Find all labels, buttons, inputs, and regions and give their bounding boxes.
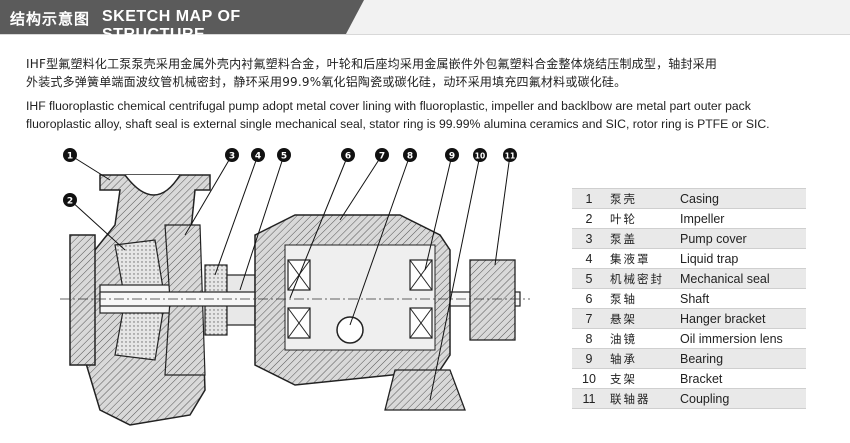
legend-name-en: Pump cover xyxy=(676,228,806,249)
legend-name-cn: 集液罩 xyxy=(606,248,676,269)
legend-number: 4 xyxy=(572,248,606,269)
callout-3: 3 xyxy=(225,148,239,162)
legend-number: 9 xyxy=(572,348,606,369)
callout-7: 7 xyxy=(375,148,389,162)
legend-name-en: Hanger bracket xyxy=(676,308,806,329)
header-bar: 结构示意图 SKETCH MAP OF STRUCTURE xyxy=(0,0,850,43)
header-tab: 结构示意图 SKETCH MAP OF STRUCTURE xyxy=(0,0,364,43)
legend-name-en: Mechanical seal xyxy=(676,268,806,289)
oil-lens-part xyxy=(336,316,364,344)
callout-5: 5 xyxy=(277,148,291,162)
description-cn-line1: IHF型氟塑料化工泵泵壳采用金属外壳内衬氟塑料合金，叶轮和后座均采用金属嵌件外包… xyxy=(26,57,718,71)
legend-number: 11 xyxy=(572,388,606,409)
callout-10: 10 xyxy=(473,148,487,162)
legend-number: 7 xyxy=(572,308,606,329)
legend-name-en: Impeller xyxy=(676,208,806,229)
callout-6: 6 xyxy=(341,148,355,162)
svg-text:10: 10 xyxy=(475,152,485,161)
legend-number: 6 xyxy=(572,288,606,309)
legend-name-cn: 泵轴 xyxy=(606,288,676,309)
svg-text:4: 4 xyxy=(255,152,261,162)
bracket-part xyxy=(384,369,466,411)
svg-text:11: 11 xyxy=(505,152,515,161)
svg-text:2: 2 xyxy=(67,197,73,207)
svg-text:7: 7 xyxy=(379,152,385,162)
legend-name-cn: 支架 xyxy=(606,368,676,389)
legend-name-cn: 泵壳 xyxy=(606,188,676,209)
header-title-cn: 结构示意图 xyxy=(10,10,91,28)
legend-name-cn: 叶轮 xyxy=(606,208,676,229)
svg-text:9: 9 xyxy=(449,152,455,162)
legend-name-cn: 油镜 xyxy=(606,328,676,349)
callout-4: 4 xyxy=(251,148,265,162)
callout-11: 11 xyxy=(503,148,517,162)
svg-text:3: 3 xyxy=(229,152,235,162)
legend-number: 10 xyxy=(572,368,606,389)
coupling-part xyxy=(469,259,516,341)
svg-text:5: 5 xyxy=(281,152,287,162)
pump-structure-diagram: 1 2 3 4 5 6 7 8 9 10 11 xyxy=(60,148,530,426)
callout-9: 9 xyxy=(445,148,459,162)
legend-name-en: Casing xyxy=(676,188,806,209)
description-cn-line2: 外装式多弹簧单端面波纹管机械密封，静环采用99.9%氧化铝陶瓷或碳化硅，动环采用… xyxy=(26,75,627,89)
legend-number: 8 xyxy=(572,328,606,349)
legend-name-en: Shaft xyxy=(676,288,806,309)
legend-name-cn: 轴承 xyxy=(606,348,676,369)
legend-name-cn: 泵盖 xyxy=(606,228,676,249)
header-title-en: SKETCH MAP OF STRUCTURE xyxy=(102,8,241,43)
legend-number: 5 xyxy=(572,268,606,289)
svg-text:8: 8 xyxy=(407,152,413,162)
legend-name-en: Bearing xyxy=(676,348,806,369)
legend-name-en: Bracket xyxy=(676,368,806,389)
description-en-line2: fluoroplastic alloy, shaft seal is exter… xyxy=(26,117,770,131)
legend-number: 2 xyxy=(572,208,606,229)
legend-number: 3 xyxy=(572,228,606,249)
legend-name-cn: 联轴器 xyxy=(606,388,676,409)
description-en-line1: IHF fluoroplastic chemical centrifugal p… xyxy=(26,99,751,113)
legend-number: 1 xyxy=(572,188,606,209)
legend-name-en: Coupling xyxy=(676,388,806,409)
legend-name-en: Oil immersion lens xyxy=(676,328,806,349)
callout-2: 2 xyxy=(63,193,77,207)
callout-1: 1 xyxy=(63,148,77,162)
callout-8: 8 xyxy=(403,148,417,162)
svg-text:6: 6 xyxy=(345,152,351,162)
svg-text:1: 1 xyxy=(67,152,73,162)
legend-name-en: Liquid trap xyxy=(676,248,806,269)
legend-name-cn: 悬架 xyxy=(606,308,676,329)
legend-name-cn: 机械密封 xyxy=(606,268,676,289)
